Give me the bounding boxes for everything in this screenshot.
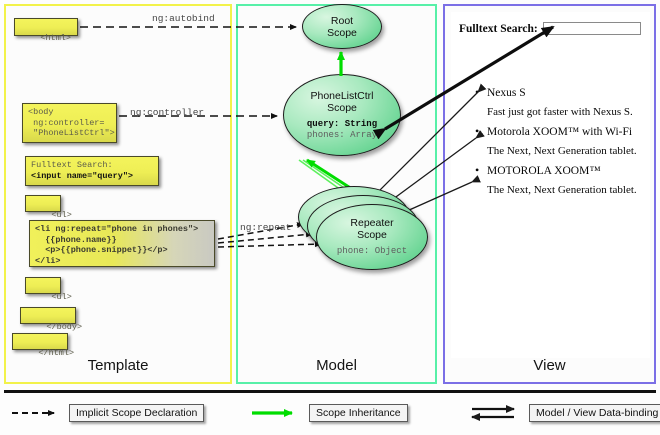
code-body-close: </body> — [20, 307, 82, 332]
list-item: MOTOROLA XOOM™ The Next, Next Generation… — [473, 163, 649, 198]
edge-label-repeat: ng:repeat — [240, 222, 292, 233]
scope-prop-phones: phones: Array — [306, 129, 378, 140]
list-item-name: Nexus S — [473, 85, 649, 101]
scope-root: Root Scope — [302, 4, 382, 49]
panel-label-view: View — [533, 357, 566, 374]
legend-divider — [4, 390, 656, 393]
scope-phonelistctrl: PhoneListCtrl Scope query: String phones… — [283, 74, 401, 156]
dashed-arrow-icon — [12, 410, 55, 416]
panel-label-template: Template — [87, 357, 149, 374]
code-fulltext-search: Fulltext Search: <input name="query"> — [25, 156, 159, 186]
list-item-snippet: The Next, Next Generation tablet. — [487, 184, 637, 196]
legend-label: Model / View Data-binding — [529, 404, 660, 422]
list-item-snippet: The Next, Next Generation tablet. — [487, 145, 637, 157]
edge-label-autobind: ng:autobind — [152, 13, 215, 24]
list-item: Nexus S Fast just got faster with Nexus … — [473, 85, 649, 120]
view-rendered-page: Fulltext Search: Nexus S Fast just got f… — [451, 12, 650, 358]
scope-prop-phone: phone: Object — [336, 246, 408, 256]
code-html-open: <html> — [14, 18, 78, 43]
view-phone-list: Nexus S Fast just got faster with Nexus … — [473, 85, 649, 203]
legend-label: Implicit Scope Declaration — [69, 404, 205, 422]
list-item-snippet: Fast just got faster with Nexus S. — [487, 106, 633, 118]
legend-item-scope-inheritance: Scope Inheritance — [250, 404, 408, 422]
scope-prop-query: query: String — [306, 118, 378, 129]
panel-view: Fulltext Search: Nexus S Fast just got f… — [443, 4, 656, 384]
edge-label-controller: ng:controller — [130, 107, 205, 118]
panel-label-model: Model — [316, 357, 357, 374]
view-search-input[interactable] — [542, 22, 641, 35]
code-body-open: <body ng:controller= "PhoneListCtrl"> — [22, 103, 117, 143]
code-ul-close: <ul> — [25, 277, 72, 302]
legend-label: Scope Inheritance — [309, 404, 408, 422]
legend-item-implicit-scope: Implicit Scope Declaration — [10, 404, 205, 422]
list-item: Motorola XOOM™ with Wi-Fi The Next, Next… — [473, 124, 649, 159]
double-arrow-icon — [471, 405, 515, 421]
legend-item-data-binding: Model / View Data-binding — [470, 404, 660, 422]
code-html-close: </html> — [12, 333, 74, 358]
view-search-row: Fulltext Search: — [459, 22, 641, 35]
green-arrow-icon — [252, 409, 293, 417]
scope-repeater: Repeater Scope phone: Object — [316, 204, 428, 270]
list-item-name: MOTOROLA XOOM™ — [473, 163, 649, 179]
code-ul-open: <ul> — [25, 195, 72, 220]
list-item-name: Motorola XOOM™ with Wi-Fi — [473, 124, 649, 140]
view-search-label: Fulltext Search: — [459, 22, 538, 35]
code-li-repeat: <li ng:repeat="phone in phones"> {{phone… — [29, 220, 215, 267]
